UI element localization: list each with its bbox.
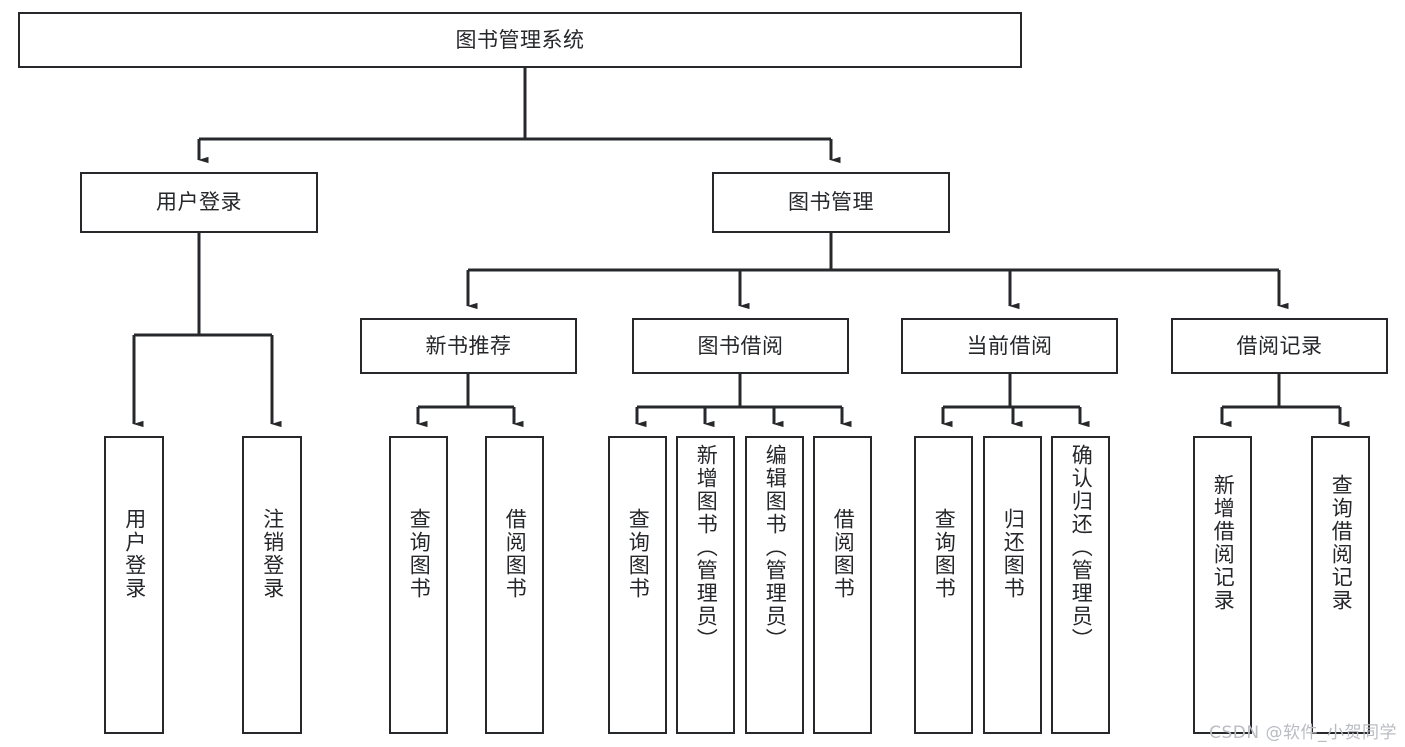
node-label: 查询图书 (932, 508, 957, 600)
leaf-edit-book-admin[interactable]: 编辑图书（管理员） (745, 436, 804, 734)
leaf-query-book-recommend[interactable]: 查询图书 (389, 436, 448, 734)
node-label: 当前借阅 (966, 333, 1053, 358)
node-label: 图书管理 (788, 190, 874, 215)
node-borrow-record[interactable]: 借阅记录 (1171, 318, 1388, 374)
node-book-borrow[interactable]: 图书借阅 (632, 318, 849, 374)
csdn-watermark: CSDN @软件_小贺同学 (1209, 723, 1397, 743)
leaf-add-borrow-record[interactable]: 新增借阅记录 (1193, 436, 1252, 734)
leaf-borrow-book-recommend[interactable]: 借阅图书 (485, 436, 544, 734)
node-label: 新书推荐 (425, 333, 512, 358)
node-label: 编辑图书（管理员） (763, 444, 788, 651)
node-label: 确认归还（管理员） (1069, 444, 1094, 651)
node-label: 用户登录 (122, 508, 147, 600)
node-label: 注销登录 (260, 508, 285, 600)
node-label: 图书借阅 (697, 333, 784, 358)
leaf-borrow-book-borrow[interactable]: 借阅图书 (813, 436, 872, 734)
node-root-book-management-system[interactable]: 图书管理系统 (18, 12, 1022, 68)
node-label: 新增借阅记录 (1211, 474, 1236, 612)
node-book-management[interactable]: 图书管理 (712, 172, 950, 233)
leaf-query-book-borrow[interactable]: 查询图书 (608, 436, 667, 734)
node-label: 新增图书（管理员） (694, 444, 719, 651)
node-current-borrow[interactable]: 当前借阅 (901, 318, 1118, 374)
leaf-query-book-current[interactable]: 查询图书 (914, 436, 973, 734)
leaf-query-borrow-record[interactable]: 查询借阅记录 (1311, 436, 1370, 734)
leaf-user-login[interactable]: 用户登录 (104, 436, 164, 734)
leaf-logout-login[interactable]: 注销登录 (242, 436, 302, 734)
node-label: 用户登录 (156, 190, 242, 215)
node-user-login[interactable]: 用户登录 (80, 172, 318, 233)
leaf-return-book[interactable]: 归还图书 (983, 436, 1042, 734)
node-label: 借阅图书 (503, 508, 528, 600)
node-label: 归还图书 (1001, 508, 1026, 600)
node-new-book-recommend[interactable]: 新书推荐 (360, 318, 577, 374)
node-label: 借阅图书 (831, 508, 856, 600)
node-label: 借阅记录 (1236, 333, 1323, 358)
node-label: 查询图书 (407, 508, 432, 600)
leaf-add-book-admin[interactable]: 新增图书（管理员） (676, 436, 735, 734)
node-label: 查询借阅记录 (1329, 474, 1354, 612)
leaf-confirm-return-admin[interactable]: 确认归还（管理员） (1051, 436, 1110, 734)
node-label: 查询图书 (626, 508, 651, 600)
node-label: 图书管理系统 (455, 27, 585, 52)
